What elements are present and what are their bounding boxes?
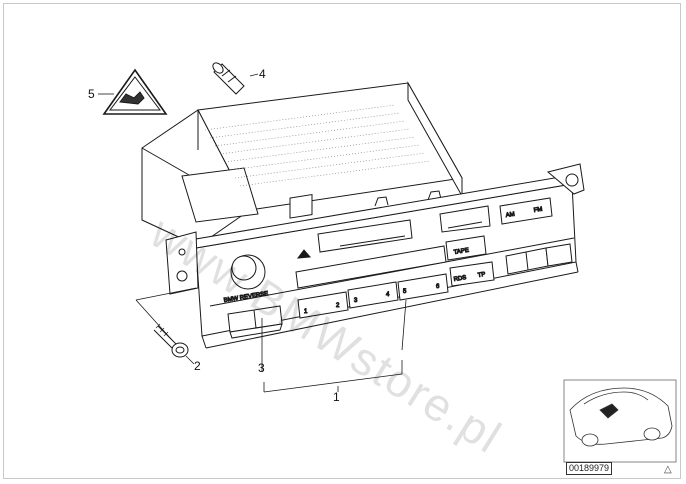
preset-key-2: 2	[336, 303, 340, 309]
part-label-3: 3	[258, 361, 265, 375]
preset-key-5: 5	[403, 289, 407, 295]
radio-front-panel	[165, 163, 585, 349]
pin-part	[212, 62, 245, 95]
tape-label: TAPE	[453, 248, 469, 256]
am-label: AM	[505, 212, 515, 219]
document-number: 00189979	[566, 462, 613, 475]
fm-label: FM	[533, 207, 543, 214]
preset-key-6: 6	[436, 284, 440, 290]
part-label-2: 2	[194, 359, 201, 373]
preset-key-1: 1	[304, 309, 308, 315]
part-label-4: 4	[259, 67, 266, 81]
vent-pattern	[204, 104, 431, 187]
preset-key-3: 3	[354, 298, 358, 304]
reference-lines	[98, 73, 407, 393]
radio-housing	[141, 81, 463, 247]
rds-label: RDS	[453, 275, 466, 283]
warning-label-part	[102, 68, 168, 115]
part-label-1: 1	[333, 390, 340, 404]
part-label-5: 5	[88, 87, 95, 101]
preset-key-4: 4	[386, 292, 390, 298]
diagram-frame	[3, 3, 681, 479]
tp-label: TP	[477, 272, 486, 279]
car-location-inset	[563, 379, 677, 463]
corner-triangle-icon: △	[664, 464, 672, 475]
screw-part	[153, 323, 189, 358]
